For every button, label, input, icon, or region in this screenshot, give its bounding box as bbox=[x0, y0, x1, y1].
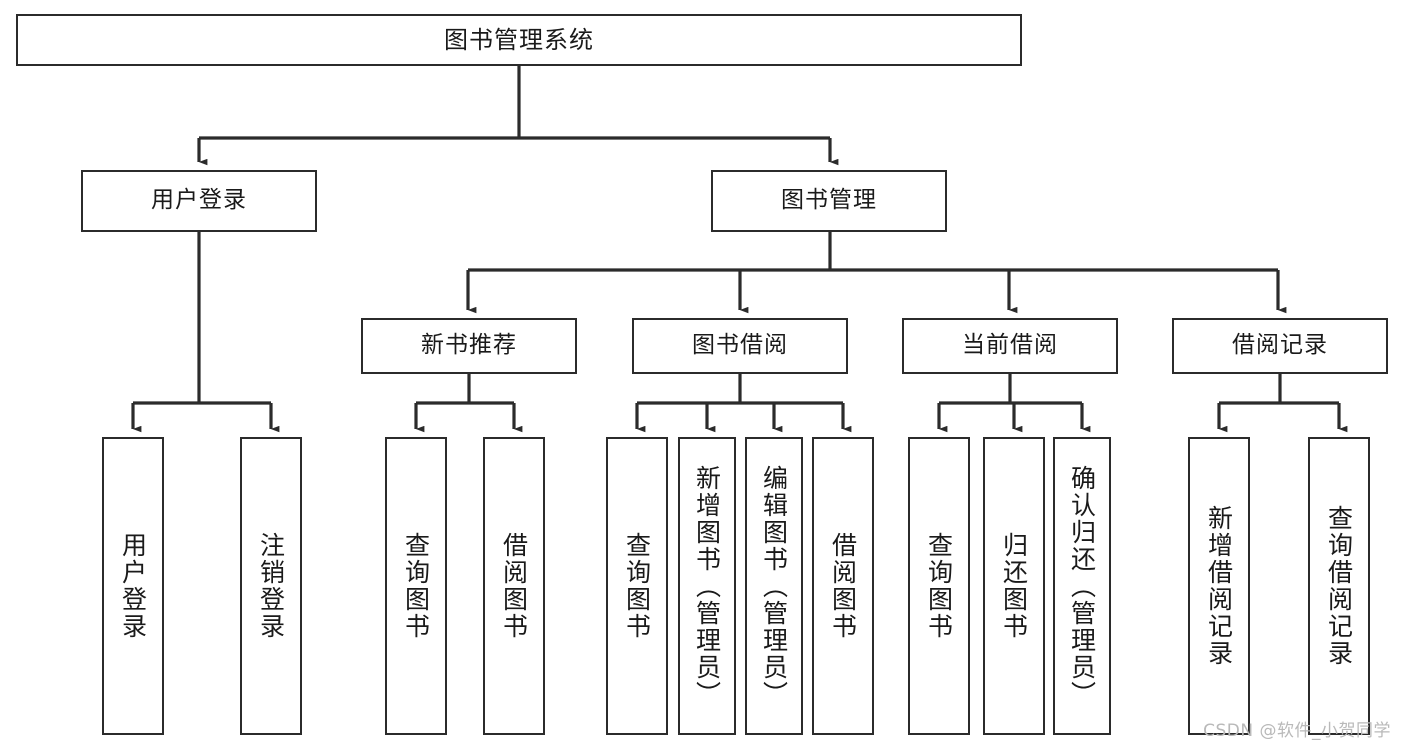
leaf-return-book-label: 归还图书 bbox=[999, 532, 1029, 640]
leaf-query-book-rec[interactable]: 查询图书 bbox=[385, 437, 447, 735]
leaf-query-book-borrow[interactable]: 查询图书 bbox=[606, 437, 668, 735]
leaf-edit-book-admin-label: 编辑图书（管理员） bbox=[759, 464, 789, 708]
leaf-query-borrow-record-label: 查询借阅记录 bbox=[1324, 505, 1354, 667]
leaf-query-book-current[interactable]: 查询图书 bbox=[908, 437, 970, 735]
node-new-book-recommend[interactable]: 新书推荐 bbox=[361, 318, 577, 374]
node-book-manage-label: 图书管理 bbox=[781, 187, 877, 214]
leaf-user-login-label: 用户登录 bbox=[118, 532, 148, 640]
node-current-borrow[interactable]: 当前借阅 bbox=[902, 318, 1118, 374]
leaf-edit-book-admin[interactable]: 编辑图书（管理员） bbox=[745, 437, 803, 735]
node-new-book-recommend-label: 新书推荐 bbox=[421, 332, 517, 359]
node-root[interactable]: 图书管理系统 bbox=[16, 14, 1022, 66]
leaf-borrow-book-label: 借阅图书 bbox=[828, 532, 858, 640]
leaf-borrow-book-rec-label: 借阅图书 bbox=[499, 532, 529, 640]
leaf-logout[interactable]: 注销登录 bbox=[240, 437, 302, 735]
node-root-label: 图书管理系统 bbox=[444, 25, 594, 54]
leaf-logout-label: 注销登录 bbox=[256, 532, 286, 640]
leaf-query-borrow-record[interactable]: 查询借阅记录 bbox=[1308, 437, 1370, 735]
leaf-add-borrow-record[interactable]: 新增借阅记录 bbox=[1188, 437, 1250, 735]
node-book-borrow-label: 图书借阅 bbox=[692, 332, 788, 359]
leaf-borrow-book[interactable]: 借阅图书 bbox=[812, 437, 874, 735]
leaf-add-book-admin[interactable]: 新增图书（管理员） bbox=[678, 437, 736, 735]
node-user-login-label: 用户登录 bbox=[151, 187, 247, 214]
node-current-borrow-label: 当前借阅 bbox=[962, 332, 1058, 359]
leaf-add-book-admin-label: 新增图书（管理员） bbox=[692, 464, 722, 708]
node-borrow-record-label: 借阅记录 bbox=[1232, 332, 1328, 359]
node-borrow-record[interactable]: 借阅记录 bbox=[1172, 318, 1388, 374]
node-book-manage[interactable]: 图书管理 bbox=[711, 170, 947, 232]
leaf-confirm-return-admin-label: 确认归还（管理员） bbox=[1067, 464, 1097, 708]
node-book-borrow[interactable]: 图书借阅 bbox=[632, 318, 848, 374]
leaf-user-login[interactable]: 用户登录 bbox=[102, 437, 164, 735]
leaf-query-book-current-label: 查询图书 bbox=[924, 532, 954, 640]
leaf-confirm-return-admin[interactable]: 确认归还（管理员） bbox=[1053, 437, 1111, 735]
node-user-login[interactable]: 用户登录 bbox=[81, 170, 317, 232]
leaf-add-borrow-record-label: 新增借阅记录 bbox=[1204, 505, 1234, 667]
leaf-borrow-book-rec[interactable]: 借阅图书 bbox=[483, 437, 545, 735]
leaf-query-book-borrow-label: 查询图书 bbox=[622, 532, 652, 640]
leaf-return-book[interactable]: 归还图书 bbox=[983, 437, 1045, 735]
leaf-query-book-rec-label: 查询图书 bbox=[401, 532, 431, 640]
